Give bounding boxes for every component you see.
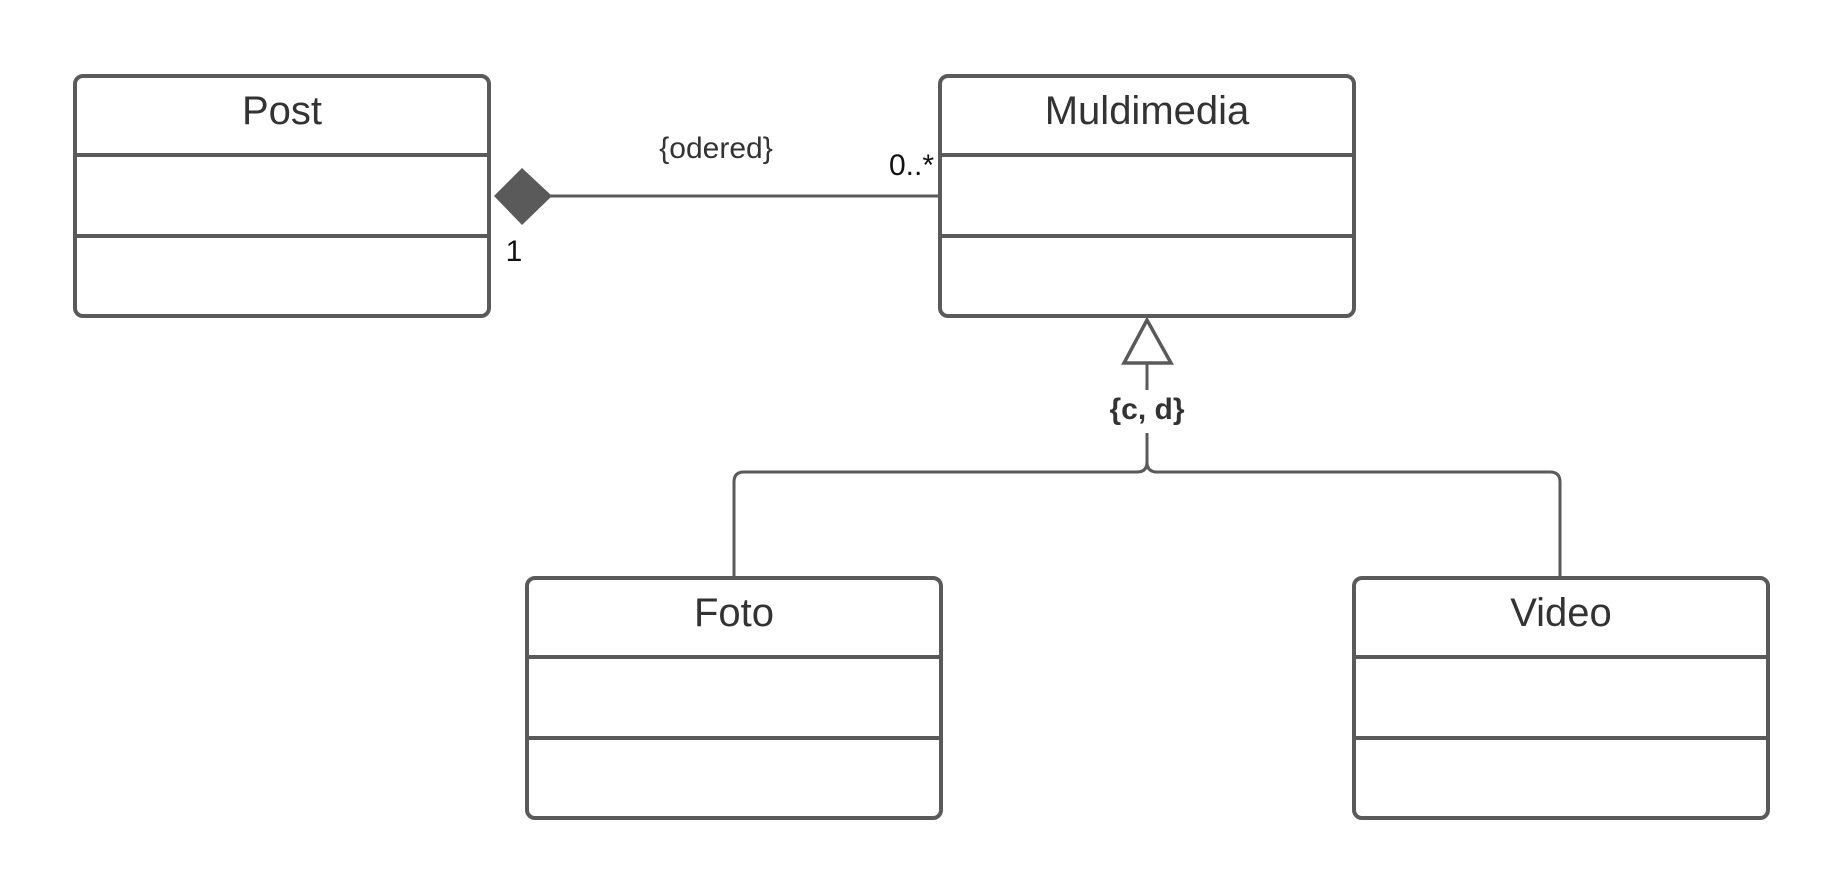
- composition-association: {odered} 1 0..*: [494, 132, 942, 268]
- class-video-box: [1352, 576, 1770, 820]
- generalization-set: {c, d}: [732, 316, 1562, 578]
- class-video[interactable]: Video: [1352, 576, 1770, 820]
- class-foto[interactable]: Foto: [525, 576, 943, 820]
- class-multimedia-box: [938, 74, 1356, 318]
- source-multiplicity: 1: [506, 235, 523, 268]
- generalization-constraint: {c, d}: [1109, 393, 1184, 426]
- class-post-box: [73, 74, 491, 318]
- class-post[interactable]: Post: [73, 74, 491, 318]
- generalization-branch-foto: [732, 433, 1149, 578]
- class-multimedia[interactable]: Muldimedia: [938, 74, 1356, 318]
- class-foto-box: [525, 576, 943, 820]
- class-post-name: Post: [242, 89, 322, 133]
- composition-diamond-icon: [494, 168, 552, 225]
- class-multimedia-name: Muldimedia: [1045, 89, 1250, 133]
- target-multiplicity: 0..*: [889, 149, 934, 182]
- generalization-branch-video: [1145, 461, 1562, 578]
- generalization-triangle-icon: [1121, 316, 1174, 365]
- association-constraint: {odered}: [659, 132, 772, 165]
- class-video-name: Video: [1510, 591, 1612, 635]
- class-foto-name: Foto: [694, 591, 774, 635]
